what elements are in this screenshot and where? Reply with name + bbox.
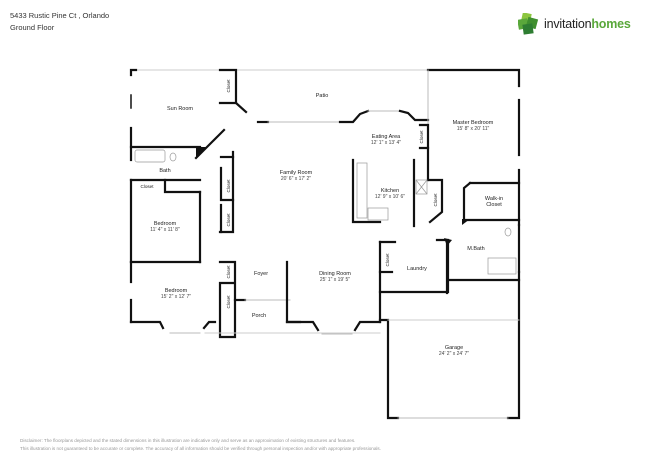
brand-name: invitationhomes [544, 17, 631, 31]
brand-name-part1: invitation [544, 17, 592, 31]
room-bedroom-1: Bedroom [154, 221, 177, 227]
room-eating-area: Eating Area [372, 134, 401, 140]
room-laundry: Laundry [407, 266, 427, 272]
room-walk-in-closet-line2: Closet [486, 202, 502, 208]
closet-family-2: Closet [226, 213, 231, 227]
room-bedroom-1-dims: 11' 4" x 11' 8" [150, 227, 180, 233]
closet-foyer-1: Closet [226, 265, 231, 279]
room-kitchen-dims: 12' 9" x 10' 6" [375, 194, 405, 200]
brand-logo-icon [518, 13, 539, 35]
room-walk-in-closet: Walk-in [485, 196, 503, 202]
closet-eating-area: Closet [419, 130, 424, 144]
room-foyer: Foyer [254, 271, 268, 277]
room-bath: Bath [159, 168, 170, 174]
room-eating-area-dims: 12' 1" x 13' 4" [371, 140, 401, 146]
room-garage: Garage [445, 345, 463, 351]
room-master-bedroom-dims: 15' 8" x 20' 11" [457, 126, 490, 132]
room-family-room: Family Room [280, 170, 313, 176]
closet-foyer-2: Closet [226, 295, 231, 309]
brand-name-part2: homes [591, 17, 631, 31]
disclaimer-line-2: This illustration is not guaranteed to b… [20, 446, 381, 451]
room-garage-dims: 24' 2" x 24' 7" [439, 351, 469, 357]
closet-kitchen: Closet [433, 193, 438, 207]
floor-label: Ground Floor [10, 23, 55, 32]
disclaimer: Disclaimer: The floorplans depicted and … [20, 437, 381, 453]
closet-sun-room: Closet [226, 79, 231, 93]
room-family-room-dims: 20' 6" x 17' 2" [281, 176, 311, 182]
listing-header: 5433 Rustic Pine Ct , Orlando Ground Flo… [10, 10, 109, 34]
room-porch: Porch [252, 313, 266, 319]
closet-family-1: Closet [226, 179, 231, 193]
brand-logo: invitationhomes [518, 13, 631, 35]
room-bedroom-2-dims: 15' 2" x 12' 7" [161, 294, 191, 300]
room-dining-room: Dining Room [319, 271, 351, 277]
room-patio: Patio [316, 93, 329, 99]
address-text: 5433 Rustic Pine Ct , Orlando [10, 11, 110, 20]
room-master-bedroom: Master Bedroom [453, 120, 494, 126]
room-m-bath: M.Bath [467, 246, 484, 252]
room-sun-room: Sun Room [167, 106, 193, 112]
room-bedroom-2: Bedroom [165, 288, 188, 294]
closet-bedroom-1: Closet [140, 184, 154, 189]
closet-laundry: Closet [385, 253, 390, 267]
disclaimer-line-1: Disclaimer: The floorplans depicted and … [20, 438, 356, 443]
room-dining-room-dims: 25' 1" x 19' 5" [320, 277, 350, 283]
room-kitchen: Kitchen [381, 188, 399, 194]
